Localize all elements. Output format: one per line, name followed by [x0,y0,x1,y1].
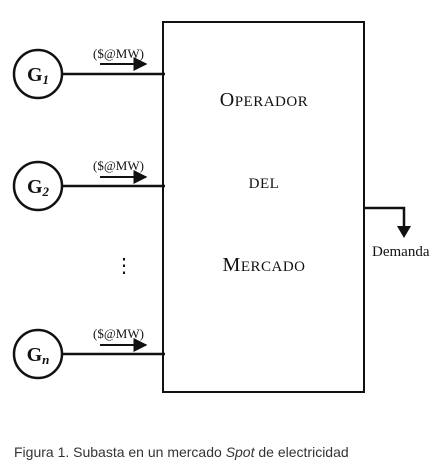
demand-arrowhead [397,226,411,238]
generator-g1: G1 ($@MW) [12,46,165,100]
bid-price-label: ($@MW) [93,46,144,61]
operator-line-3: MERCADO [223,254,306,276]
demand-arrow [364,206,406,228]
generator-label: G1 [27,64,49,87]
generator-g2: G2 ($@MW) [12,158,165,212]
figure-caption: Figura 1. Subasta en un mercado Spot de … [14,444,349,460]
market-operator-box [162,21,365,393]
ellipsis: ⋮ [114,255,134,277]
generator-label: Gn [27,344,50,367]
generator-gn: Gn ($@MW) [12,326,165,380]
operator-line-1: OPERADOR [220,89,308,111]
demand-output: Demanda [364,206,430,260]
bid-price-label: ($@MW) [93,326,144,341]
bid-price-label: ($@MW) [93,158,144,173]
demand-label: Demanda [372,244,430,260]
generator-label: G2 [27,176,50,199]
operator-line-2: DEL [249,176,280,192]
